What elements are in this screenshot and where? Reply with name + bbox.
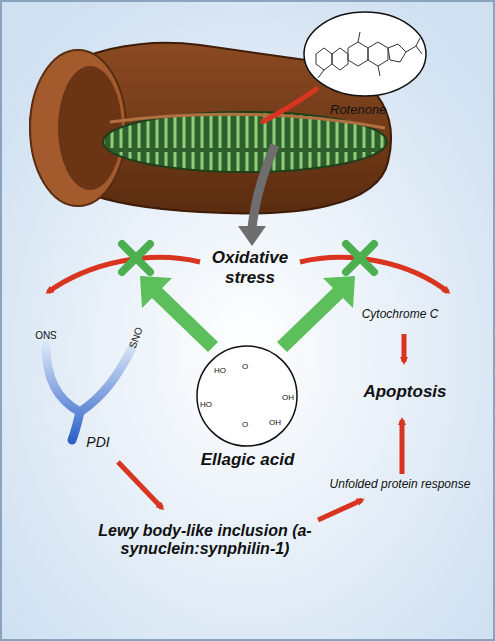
atom-label: OH — [265, 418, 285, 427]
inclusion-label: Lewy body-like inclusion (a-synuclein:sy… — [80, 522, 330, 559]
red-arrow — [118, 334, 404, 520]
green-arrow — [140, 276, 355, 352]
callout-oval: Rotenone — [302, 8, 430, 122]
node-label: Rotenone — [330, 102, 420, 117]
outcome-label: Apoptosis — [345, 382, 465, 402]
atom-label: OH — [278, 393, 298, 402]
atom-label: O — [238, 420, 252, 429]
protein-label: PDI — [78, 434, 118, 450]
gray-arrowhead — [238, 226, 266, 246]
atom-label: HO — [196, 400, 216, 409]
atom-label: O — [238, 362, 252, 371]
process-label: Oxidative stress — [195, 248, 305, 287]
red-arrow — [262, 88, 318, 122]
atom-label: HO — [210, 366, 230, 375]
process-label: Cytochrome C — [345, 308, 455, 322]
group-label: SNO — [29, 328, 63, 340]
node-label: Ellagic acid — [185, 450, 310, 470]
gray-arrow — [252, 145, 275, 228]
process-label: Unfolded protein response — [315, 478, 485, 492]
pdi-protein — [46, 345, 132, 440]
